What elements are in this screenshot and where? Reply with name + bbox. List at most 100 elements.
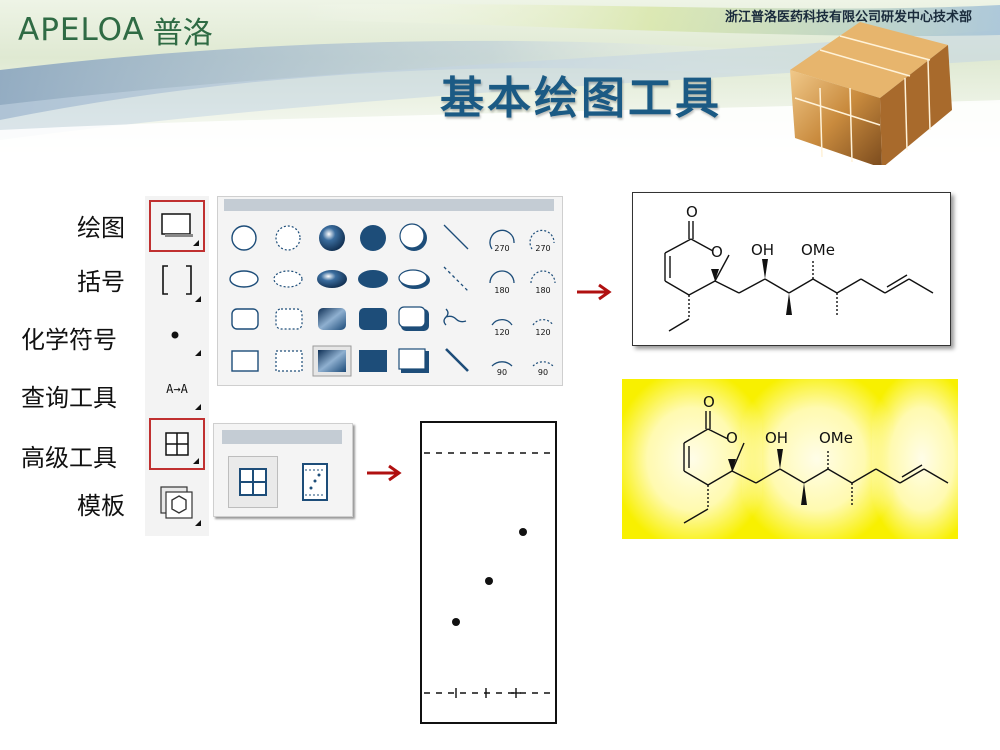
advanced-tool-button[interactable] xyxy=(149,418,205,470)
rounded-rect-shaded-tool[interactable] xyxy=(318,308,346,330)
molecule-drawing: O O OH OMe xyxy=(664,203,934,332)
circle-shaded-tool[interactable] xyxy=(319,225,345,251)
svg-text:OH: OH xyxy=(765,429,788,447)
molecule-drawing: O O OH OMe xyxy=(683,393,949,524)
banner-background xyxy=(0,0,1000,165)
ellipse-tools-row: 180 180 xyxy=(229,266,556,295)
circle-shadow-tool[interactable] xyxy=(399,223,427,251)
arc-90-tool[interactable]: 90 xyxy=(491,361,513,377)
label-advanced-tools: 高级工具 xyxy=(21,444,117,472)
svg-text:90: 90 xyxy=(538,368,548,377)
arc-270-tool[interactable]: 270 xyxy=(489,229,515,253)
bracket-tool-icon xyxy=(162,265,192,295)
company-name: 浙江普洛医药科技有限公司研发中心技术部 xyxy=(724,10,972,25)
svg-text:OH: OH xyxy=(751,241,774,259)
label-draw: 绘图 xyxy=(77,214,125,242)
svg-text:O: O xyxy=(703,393,715,411)
label-query-tools: 查询工具 xyxy=(21,384,117,412)
ellipse-shadow-tool[interactable] xyxy=(398,269,430,289)
arc-90-dashed-tool[interactable]: 90 xyxy=(532,361,554,377)
highlighted-structure: O O OH OMe xyxy=(622,379,958,539)
tlc-plate xyxy=(420,421,557,724)
ellipse-outline-tool[interactable] xyxy=(229,270,259,288)
rect-shadow-tool[interactable] xyxy=(398,348,429,373)
template-tool-icon xyxy=(160,486,193,519)
ellipse-filled-tool[interactable] xyxy=(358,270,388,288)
table-grid-tool[interactable] xyxy=(228,456,278,508)
company-logo: APELOA 普洛 xyxy=(18,8,213,52)
svg-text:120: 120 xyxy=(535,328,550,337)
arc-270-dashed-tool[interactable]: 270 xyxy=(529,229,555,253)
svg-text:90: 90 xyxy=(497,368,507,377)
logo-text-cn: 普洛 xyxy=(152,16,213,51)
palette-title-bar xyxy=(224,199,554,211)
grid-icon xyxy=(239,468,267,496)
vertical-toolbar: A→A xyxy=(145,196,209,536)
rounded-rect-outline-tool[interactable] xyxy=(231,308,259,330)
ellipse-shaded-tool[interactable] xyxy=(317,270,347,288)
framed-structure: O O OH OMe xyxy=(632,192,951,346)
arrow-right-icon xyxy=(367,464,402,482)
svg-text:180: 180 xyxy=(535,286,550,295)
ellipse-dashed-tool[interactable] xyxy=(273,270,303,288)
advanced-tools-palette xyxy=(213,423,353,517)
rounded-rect-filled-tool[interactable] xyxy=(359,308,387,330)
rect-dashed-tool[interactable] xyxy=(275,350,303,372)
tlc-plate-icon xyxy=(302,463,328,501)
circle-dashed-tool[interactable] xyxy=(275,225,301,251)
svg-text:120: 120 xyxy=(494,328,509,337)
tlc-plate-tool[interactable] xyxy=(290,456,340,508)
template-tool-button[interactable] xyxy=(149,478,205,530)
query-tool-icon: A→A xyxy=(166,382,188,396)
rounded-rect-tools-row: 120 120 xyxy=(231,306,554,337)
tlc-spot xyxy=(519,528,527,536)
arc-180-dashed-tool[interactable]: 180 xyxy=(530,270,556,295)
grid-tool-icon xyxy=(165,432,189,456)
dashed-line-tool[interactable] xyxy=(443,266,469,292)
rect-shaded-tool[interactable] xyxy=(312,345,352,377)
rect-outline-tool[interactable] xyxy=(231,350,259,372)
arc-120-tool[interactable]: 120 xyxy=(491,319,513,337)
rect-filled-tool[interactable] xyxy=(359,350,387,372)
arc-120-dashed-tool[interactable]: 120 xyxy=(532,319,554,337)
svg-text:270: 270 xyxy=(494,244,509,253)
circle-filled-tool[interactable] xyxy=(360,225,386,251)
tlc-spot xyxy=(485,577,493,585)
svg-text:270: 270 xyxy=(535,244,550,253)
arrow-right-icon xyxy=(577,283,612,301)
label-brackets: 括号 xyxy=(77,268,125,296)
label-templates: 模板 xyxy=(77,492,125,520)
drawing-shapes-palette: 270 270 180 180 xyxy=(217,196,563,386)
query-tool-button[interactable]: A→A xyxy=(149,362,205,414)
decorative-cube xyxy=(790,22,952,165)
svg-text:OMe: OMe xyxy=(819,429,853,447)
svg-text:O: O xyxy=(711,243,723,261)
rectangle-tool-icon xyxy=(161,213,193,237)
slide-title: 基本绘图工具 xyxy=(440,73,722,124)
arc-180-tool[interactable]: 180 xyxy=(489,270,515,295)
draw-tool-button[interactable] xyxy=(149,200,205,252)
tlc-plate-drawing xyxy=(424,452,553,698)
circle-outline-tool[interactable] xyxy=(231,225,257,251)
shape-grid: 270 270 180 180 xyxy=(229,223,556,377)
wavy-line-tool[interactable] xyxy=(443,308,467,326)
bold-line-tool[interactable] xyxy=(445,348,469,372)
svg-text:O: O xyxy=(726,429,738,447)
svg-text:O: O xyxy=(686,203,698,221)
rectangle-tools-row: 90 90 xyxy=(231,345,554,377)
chemical-symbol-tool-icon xyxy=(171,331,179,339)
chemical-symbol-tool-button[interactable] xyxy=(149,308,205,360)
rounded-rect-dashed-tool[interactable] xyxy=(275,308,303,330)
bracket-tool-button[interactable] xyxy=(149,254,205,306)
rounded-rect-shadow-tool[interactable] xyxy=(398,306,429,331)
header-banner: APELOA 普洛 浙江普洛医药科技有限公司研发中心技术部 基本绘图工具 xyxy=(0,0,1000,165)
palette-title-bar xyxy=(222,430,342,444)
tlc-spot xyxy=(452,618,460,626)
logo-text-en: APELOA xyxy=(18,12,145,48)
label-chemical-symbols: 化学符号 xyxy=(21,326,117,354)
svg-text:OMe: OMe xyxy=(801,241,835,259)
line-tool[interactable] xyxy=(443,224,469,250)
svg-text:A→A: A→A xyxy=(166,382,188,396)
svg-text:180: 180 xyxy=(494,286,509,295)
circle-tools-row: 270 270 xyxy=(231,223,555,253)
